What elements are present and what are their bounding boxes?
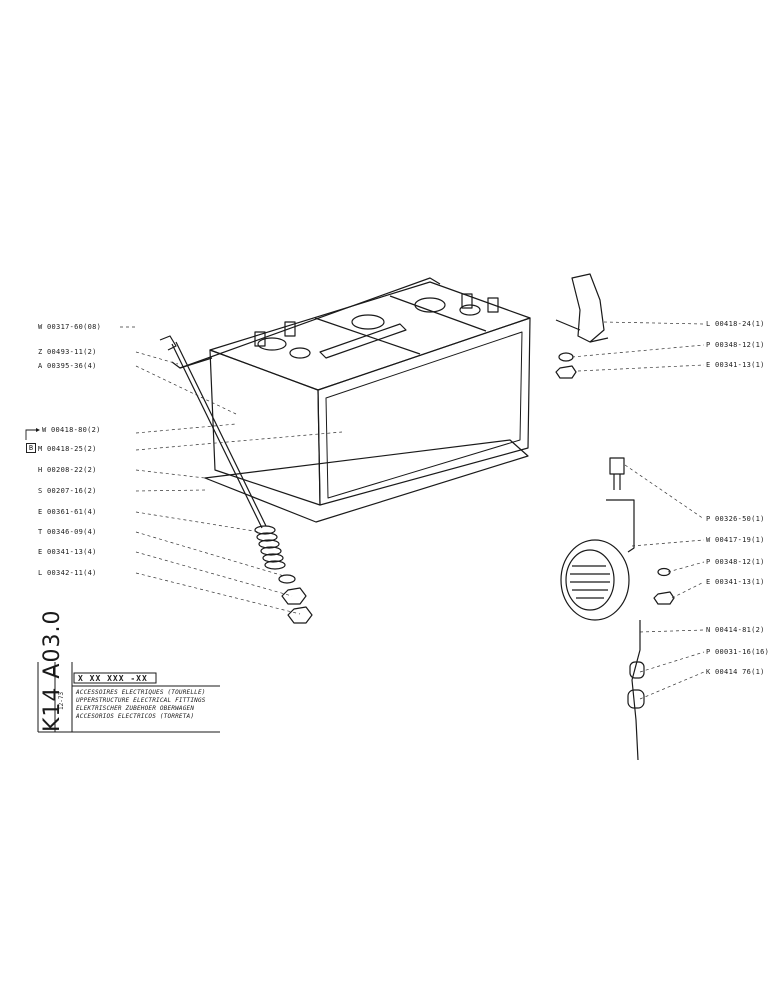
title-line-fr: ACCESSOIRES ELECTRIQUES (TOURELLE) bbox=[76, 689, 206, 696]
part-label: M 00418-25(2) bbox=[38, 445, 97, 453]
horn-assembly bbox=[560, 457, 675, 761]
part-label: E 00341-13(1) bbox=[706, 361, 765, 369]
cell-cap bbox=[257, 337, 287, 351]
tie-rod bbox=[171, 343, 263, 529]
bolt-head bbox=[609, 457, 625, 475]
battery-front-face bbox=[317, 317, 531, 506]
part-label: Z 00493-11(2) bbox=[38, 348, 97, 356]
horn-body bbox=[560, 539, 630, 621]
cell-cap bbox=[351, 314, 385, 330]
horn-bracket bbox=[606, 499, 635, 553]
rod-hook bbox=[159, 335, 177, 351]
title-line-es: ACCESORIOS ELECTRICOS (TORRETA) bbox=[76, 713, 195, 720]
title-line-en: UPPERSTRUCTURE ELECTRICAL FITTINGS bbox=[76, 697, 206, 704]
hold-down-frame bbox=[171, 277, 441, 369]
cell-connector bbox=[319, 323, 407, 359]
right-leaders bbox=[571, 321, 705, 700]
title-line-de: ELEKTRISCHER ZUBEHOER OBERWAGEN bbox=[76, 705, 195, 712]
part-label: H 00208-22(2) bbox=[38, 466, 97, 474]
battery-box bbox=[171, 277, 531, 523]
title-block-frame bbox=[37, 662, 220, 733]
part-label: W 00417-19(1) bbox=[706, 536, 765, 544]
washer bbox=[278, 574, 296, 584]
drawing-id: K14 A03.0 bbox=[40, 609, 65, 732]
drawing-date: 12-73 bbox=[58, 691, 65, 710]
part-label: W 00317-60(08) bbox=[38, 323, 102, 331]
coil-spring bbox=[254, 525, 286, 570]
part-label: S 00207-16(2) bbox=[38, 487, 97, 495]
battery-top bbox=[209, 281, 531, 391]
ref-tag: B bbox=[26, 443, 36, 453]
part-label: E 00341-13(1) bbox=[706, 578, 765, 586]
nut bbox=[287, 606, 313, 624]
part-label: E 00341-13(4) bbox=[38, 548, 97, 556]
part-label: N 00414-81(2) bbox=[706, 626, 765, 634]
battery-terminal bbox=[254, 331, 266, 347]
cell-cap bbox=[289, 347, 311, 359]
part-label: W 00418-80(2) bbox=[42, 426, 101, 434]
battery-side-face bbox=[209, 349, 321, 506]
cell-divider bbox=[389, 295, 487, 332]
base-plate bbox=[204, 439, 529, 523]
ref-bracket bbox=[25, 429, 36, 440]
part-label: P 00348-12(1) bbox=[706, 558, 765, 566]
horn-grille bbox=[565, 549, 615, 611]
tie-rod-assembly bbox=[159, 335, 313, 624]
part-label: P 00326-50(1) bbox=[706, 515, 765, 523]
cable-sleeve bbox=[629, 661, 645, 679]
part-label: T 00346-09(4) bbox=[38, 528, 97, 536]
cell-cap bbox=[459, 304, 481, 316]
part-code: X XX XXX -XX bbox=[78, 674, 148, 683]
arrow-head bbox=[36, 428, 40, 432]
part-label: L 00342-11(4) bbox=[38, 569, 97, 577]
horn-cable bbox=[631, 620, 641, 761]
nut bbox=[281, 587, 307, 605]
part-label: P 00348-12(1) bbox=[706, 341, 765, 349]
battery-front-panel bbox=[325, 331, 523, 499]
battery-terminal bbox=[487, 297, 499, 313]
part-label: E 00361-61(4) bbox=[38, 508, 97, 516]
strap-clamp bbox=[571, 273, 605, 343]
cell-cap bbox=[414, 297, 446, 313]
part-label: L 00418-24(1) bbox=[706, 320, 765, 328]
cable-sleeve bbox=[627, 689, 645, 709]
part-label: A 00395-36(4) bbox=[38, 362, 97, 370]
nut bbox=[555, 365, 577, 379]
strap-clamp-set bbox=[555, 273, 609, 379]
washer bbox=[558, 352, 574, 362]
battery-terminal bbox=[284, 321, 296, 337]
nut bbox=[653, 591, 675, 605]
left-leaders bbox=[120, 326, 343, 615]
part-label: K 00414 76(1) bbox=[706, 668, 765, 676]
washer bbox=[657, 567, 671, 577]
battery-terminal bbox=[461, 293, 473, 309]
part-label: P 00031-16(16) bbox=[706, 648, 770, 656]
